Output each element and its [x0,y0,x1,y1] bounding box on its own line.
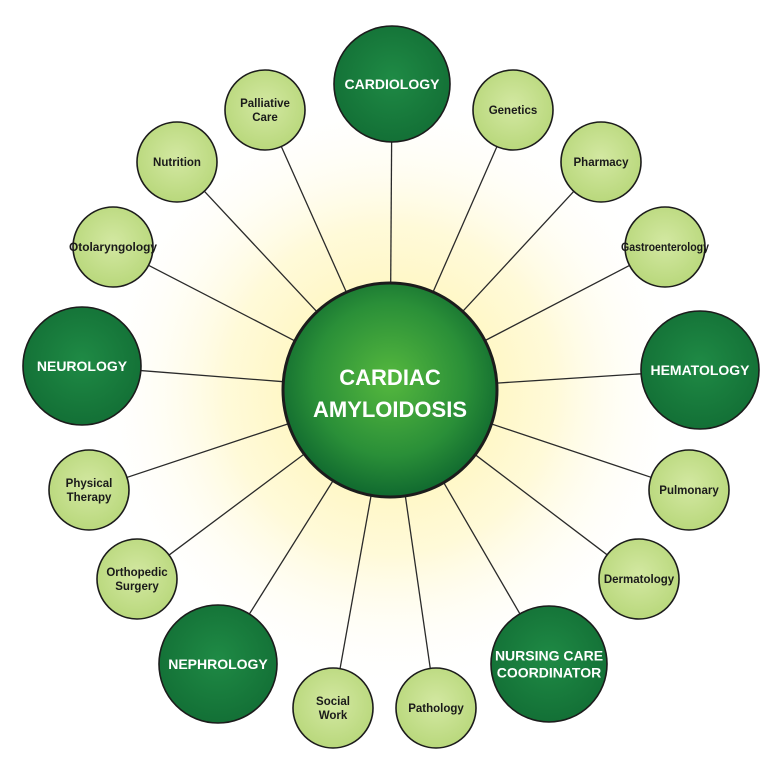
node-circle-nephrology [158,604,278,724]
node-circle-neurology [22,306,142,426]
node-label-physical-therapy-line-2: Therapy [67,492,112,504]
node-label-pathology-line-1: Pathology [408,703,464,715]
node-label-pulmonary-line-1: Pulmonary [659,485,719,497]
node-pharmacy: Pharmacy [560,121,642,203]
node-label-nursing-care-coordinator-line-2: COORDINATOR [497,665,601,681]
node-circle-nursing-care-coordinator [490,605,608,723]
spoke-nephrology [248,480,334,615]
spoke-hematology [496,373,642,384]
node-nutrition: Nutrition [136,121,218,203]
center-hub: CARDIAC AMYLOIDOSIS [281,281,499,499]
spoke-pathology [404,495,431,669]
spoke-nursing-care-coordinator [443,482,521,615]
node-label-orthopedic-surgery-line-1: Orthopedic [106,567,168,579]
node-label-nursing-care-coordinator-line-1: NURSING CARE [495,648,603,664]
node-circle-dermatology [598,538,680,620]
node-label-social-work-line-2: Work [319,710,348,722]
node-label-nephrology-line-1: NEPHROLOGY [168,656,268,672]
node-gastroenterology: Gastroenterology [621,206,710,288]
node-circle-palliative-care [224,69,306,151]
node-nephrology: NEPHROLOGY [158,604,278,724]
node-label-cardiology-line-1: CARDIOLOGY [345,76,441,92]
node-label-palliative-care-line-1: Palliative [240,98,290,110]
spoke-orthopedic-surgery [168,453,305,556]
connector-lines [126,141,652,669]
spoke-palliative-care [280,146,347,293]
node-label-nutrition-line-1: Nutrition [153,157,201,169]
node-label-hematology-line-1: HEMATOLOGY [650,362,750,378]
node-cardiology: CARDIOLOGY [333,25,451,143]
spoke-cardiology [390,141,393,284]
node-circle-genetics [472,69,554,151]
node-neurology: NEUROLOGY [22,306,142,426]
node-pathology: Pathology [395,667,477,749]
node-circle-pulmonary [648,449,730,531]
node-dermatology: Dermatology [598,538,680,620]
spoke-genetics [432,146,498,293]
spoke-pulmonary [491,423,652,478]
spoke-physical-therapy [126,423,289,479]
node-label-otolaryngology-line-1: Otolaryngology [69,242,158,254]
node-genetics: Genetics [472,69,554,151]
spoke-gastroenterology [484,264,630,342]
node-circle-pharmacy [560,121,642,203]
node-circle-physical-therapy [48,449,130,531]
node-label-dermatology-line-1: Dermatology [604,574,675,586]
node-circle-cardiology [333,25,451,143]
node-label-gastroenterology-line-1: Gastroenterology [621,242,710,254]
node-circle-otolaryngology [72,206,154,288]
spoke-nutrition [203,190,318,313]
node-circle-nutrition [136,121,218,203]
node-circle-orthopedic-surgery [96,538,178,620]
center-title-line-2: AMYLOIDOSIS [313,397,467,422]
spoke-otolaryngology [148,264,296,342]
node-label-palliative-care-line-2: Care [252,112,278,124]
node-label-physical-therapy-line-1: Physical [66,478,113,490]
node-otolaryngology: Otolaryngology [69,206,158,288]
node-label-genetics-line-1: Genetics [489,105,538,117]
center-title-line-1: CARDIAC [339,365,441,390]
node-label-orthopedic-surgery-line-2: Surgery [115,581,159,593]
node-circle-gastroenterology [624,206,706,288]
node-circle-social-work [292,667,374,749]
node-label-pharmacy-line-1: Pharmacy [574,157,630,169]
spoke-pharmacy [462,190,575,312]
node-circle-hematology [640,310,760,430]
node-label-social-work-line-1: Social [316,696,350,708]
node-circle-pathology [395,667,477,749]
spoke-dermatology [474,454,608,556]
node-hematology: HEMATOLOGY [640,310,760,430]
specialty-nodes: CARDIOLOGY GeneticsPharmacyGastroenterolo… [22,25,760,749]
center-circle [281,281,499,499]
node-pulmonary: Pulmonary [648,449,730,531]
node-label-neurology-line-1: NEUROLOGY [37,358,128,374]
spoke-neurology [140,369,284,383]
spoke-social-work [339,495,372,669]
